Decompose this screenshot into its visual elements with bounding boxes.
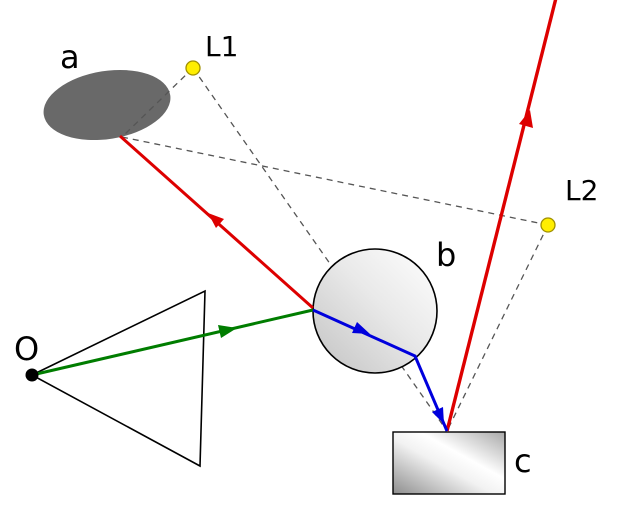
- red-ray-c-upward-arrowhead: [519, 110, 533, 128]
- label-o: O: [14, 330, 39, 368]
- sphere-b: [312, 248, 438, 374]
- blue-refracted-ray: [312, 308, 449, 432]
- mirror-c: [392, 431, 506, 495]
- light-source-l2: [540, 217, 556, 233]
- dashed-l1-to-a: [121, 67, 194, 138]
- red-ray-b-to-a-arrowhead: [208, 213, 224, 228]
- dashed-lines-group: [121, 67, 549, 432]
- label-l1: L1: [205, 30, 238, 63]
- dashed-l2-to-c: [446, 224, 549, 432]
- label-b: b: [436, 236, 456, 274]
- dashed-l1-to-c: [192, 67, 448, 432]
- blue-ray-arrowhead-2: [432, 407, 444, 424]
- label-c: c: [514, 442, 532, 480]
- green-sight-ray: [31, 308, 314, 377]
- label-a: a: [60, 38, 80, 76]
- view-cone: [30, 289, 206, 468]
- blue-ray-arrowhead-1: [352, 322, 370, 334]
- green-sight-ray-arrowhead: [218, 325, 237, 338]
- object-ellipse-a: [43, 69, 171, 141]
- label-l2: L2: [565, 174, 598, 207]
- red-ray-c-upward: [445, 0, 558, 432]
- dashed-a-to-l2: [121, 136, 549, 226]
- light-source-l1: [185, 60, 201, 76]
- observer-dot: [25, 368, 39, 382]
